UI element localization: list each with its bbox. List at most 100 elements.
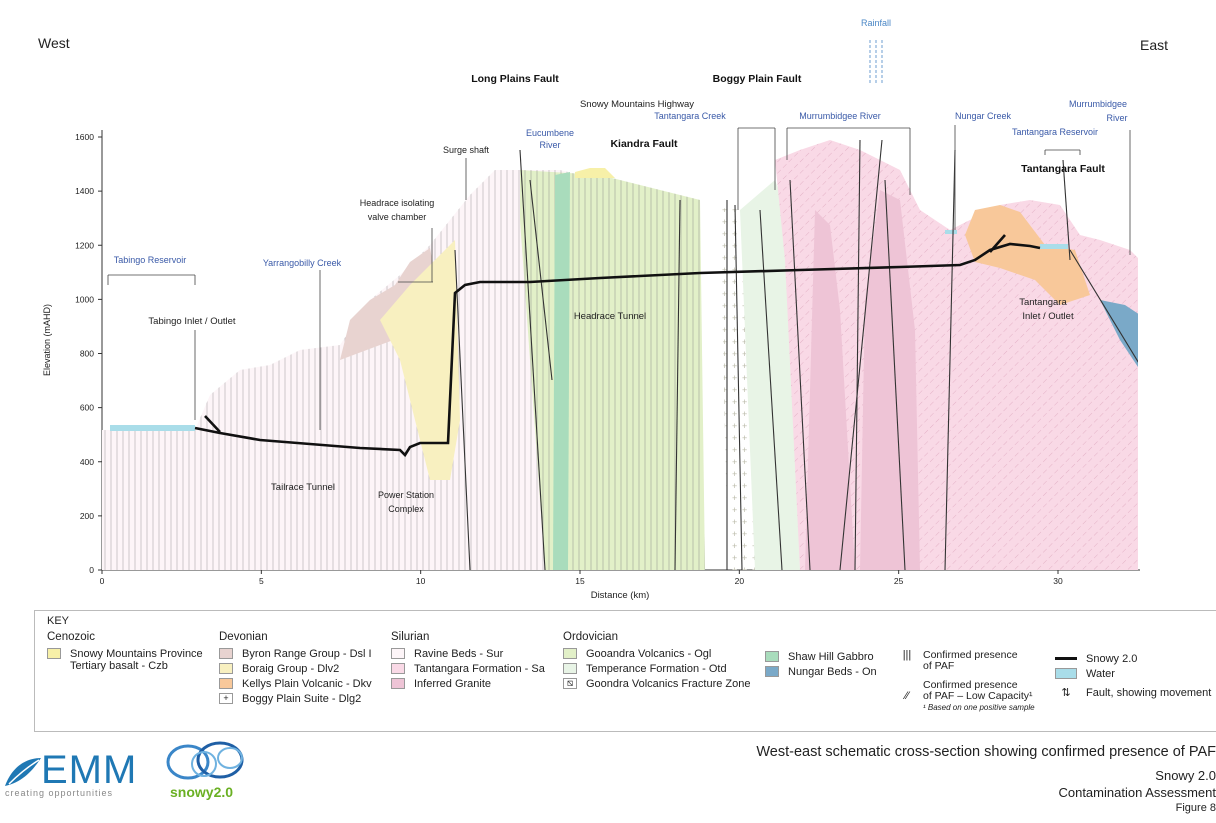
y-tick-label: 0 [89,565,94,575]
surge-shaft-label: Surge shaft [443,145,490,155]
caption-title: West-east schematic cross-section showin… [756,744,1216,760]
key-label: Temperance Formation - Otd [586,662,727,675]
key-label: Tertiary basalt - Czb [70,659,168,672]
key-label: Boggy Plain Suite - Dlg2 [242,692,362,705]
boggy-plain-swatch: + [219,693,233,704]
fault-lines [454,139,1138,570]
key-label: Boraig Group - Dlv2 [242,662,340,675]
byron-range-swatch [219,648,233,659]
key-group-devonian: Devonian Byron Range Group - Dsl I Borai… [219,631,372,706]
fault-arrow-icon: ⇅ [1061,687,1071,699]
key-heading: Cenozoic [47,631,95,643]
emm-tagline: creating opportunities [5,788,114,798]
y-tick-label: 200 [80,511,94,521]
west-label: West [38,35,70,51]
emm-wordmark: EMM [41,748,138,792]
key-label: Confirmed presence [923,678,1018,691]
tantangara-reservoir-label: Tantangara Reservoir [1012,127,1098,137]
paf-vlines-icon: ||| [902,648,912,661]
caption-project: Snowy 2.0 [1155,768,1216,783]
key-label: Tantangara Formation - Sa [414,662,545,675]
key-group-other: Shaw Hill Gabbro Nungar Beds - On [765,649,877,679]
snowy-2-tunnel [194,242,1041,458]
y-axis-label: Elevation (mAHD) [42,304,52,376]
x-axis-label: Distance (km) [591,590,650,601]
power-station-label-b: Complex [388,504,424,514]
temperance-swatch [563,663,577,674]
key-title: KEY [47,615,70,627]
nungar-creek-label: Nungar Creek [955,111,1012,121]
y-tick-label: 800 [80,349,94,359]
key-group-paf: ||| Confirmed presence of PAF Confirmed p… [900,647,1035,713]
tantangara-fault-label: Tantangara Fault [1021,163,1105,175]
tantangara-formation-swatch [391,663,405,674]
key-label: Goondra Volcanics Fracture Zone [586,677,751,690]
key-group-misc: Snowy 2.0 Water ⇅Fault, showing movement [1055,651,1211,700]
nungar-beds-swatch [765,666,779,677]
snowy-wordmark: snowy2.0 [170,784,234,800]
x-tick-label: 10 [416,576,426,586]
emm-logo: EMM creating opportunities [3,748,143,803]
east-label: East [1140,37,1168,53]
y-tick-label: 1000 [75,294,94,304]
tantangara-creek-label: Tantangara Creek [654,111,726,121]
caption-report: Contamination Assessment [1058,785,1216,800]
eucumbene-river-label-a: Eucumbene [526,128,574,138]
key-label: Shaw Hill Gabbro [788,650,874,663]
y-tick-label: 400 [80,457,94,467]
murrumbidgee-river-east-label-b: River [1106,113,1127,123]
rainfall-label: Rainfall [861,18,891,28]
y-tick-label: 1600 [75,132,94,142]
gooandra-swatch [563,648,577,659]
x-tick-label: 5 [259,576,264,586]
key-label: Nungar Beds - On [788,665,877,678]
key-label: Confirmed presence [923,648,1018,661]
y-tick-label: 1200 [75,240,94,250]
caption-figure: Figure 8 [1175,802,1216,814]
boraig-swatch [219,663,233,674]
water-swatch [1055,668,1077,679]
key-label: of PAF [923,659,955,672]
key-label: of PAF – Low Capacity¹ [923,689,1033,702]
key-group-silurian: Silurian Ravine Beds - Sur Tantangara Fo… [391,631,545,691]
key-label: Fault, showing movement [1086,686,1212,699]
x-tick-label: 0 [100,576,105,586]
leader-lines [107,40,1131,430]
geology-layers [102,139,1138,570]
paf-diagonal-icon: ⁄⁄ [905,689,909,702]
key-group-ordovician: Ordovician Gooandra Volcanics - Ogl Temp… [563,631,750,691]
figure-caption: West-east schematic cross-section showin… [756,744,1216,814]
key-label: Snowy 2.0 [1086,652,1138,665]
emm-leaf-icon [5,758,41,786]
key-group-cenozoic: Cenozoic Snowy Mountains Province Tertia… [47,631,203,673]
power-station-label-a: Power Station [378,490,434,500]
snowy-logo: snowy2.0 [158,740,253,805]
key-heading: Silurian [391,631,430,643]
byron-range-region [340,248,440,360]
basalt-swatch [47,648,61,659]
y-tick-label: 600 [80,403,94,413]
x-tick-label: 30 [1053,576,1063,586]
murrumbidgee-river-east-label-a: Murrumbidgee [1069,99,1127,109]
shaw-hill-gabbro-region [553,172,570,570]
tantangara-inlet-label-a: Tantangara [1019,297,1067,308]
snowy-line-swatch [1055,657,1077,660]
inferred-granite-region [805,210,855,570]
x-tick-label: 15 [575,576,585,586]
eucumbene-river-label-b: River [539,140,560,150]
shaw-hill-swatch [765,651,779,662]
yarrangobilly-creek-label: Yarrangobilly Creek [263,258,342,268]
headrace-isolating-label-a: Headrace isolating [360,198,435,208]
key-label: Gooandra Volcanics - Ogl [586,647,712,660]
kiandra-fault-label: Kiandra Fault [610,138,678,150]
tabingo-reservoir-label: Tabingo Reservoir [114,255,187,265]
y-tick-label: 1400 [75,186,94,196]
long-plains-fault-label: Long Plains Fault [471,73,559,85]
ravine-beds-swatch [391,648,405,659]
key-label: Kellys Plain Volcanic - Dkv [242,677,372,690]
tailrace-tunnel-label: Tailrace Tunnel [271,482,335,493]
highway-label: Snowy Mountains Highway [580,99,694,110]
snowy-swirl-icon [166,741,244,780]
key-heading: Devonian [219,631,268,643]
